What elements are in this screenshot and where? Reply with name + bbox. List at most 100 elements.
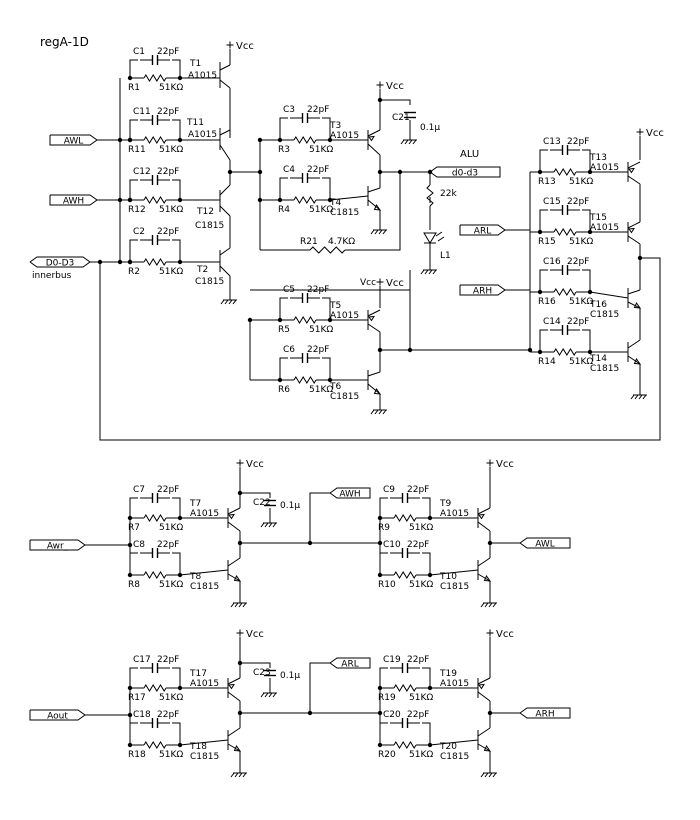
ground-hatch bbox=[408, 139, 413, 145]
transistor-collector bbox=[477, 521, 491, 532]
capacitor-label: C3 bbox=[283, 105, 295, 115]
wire bbox=[539, 209, 548, 232]
transistor-emitter bbox=[227, 743, 241, 752]
feedback-resistor bbox=[553, 228, 577, 236]
resistor-label: R18 bbox=[128, 750, 146, 760]
wire bbox=[279, 357, 288, 380]
ground-hatch bbox=[634, 394, 639, 400]
ground-hatch bbox=[492, 772, 497, 778]
transistor-label: T7 bbox=[189, 499, 201, 509]
feedback-resistor bbox=[143, 684, 167, 692]
ground-hatch bbox=[432, 269, 437, 275]
ground-hatch bbox=[630, 394, 635, 400]
transistor-type: A1015 bbox=[440, 509, 469, 519]
resistor-value: 51KΩ bbox=[159, 205, 183, 215]
resistor-r21 bbox=[309, 246, 346, 254]
base-wire bbox=[429, 569, 479, 576]
resistor-label: R13 bbox=[538, 177, 556, 187]
wire bbox=[172, 552, 181, 575]
npn-arrow bbox=[633, 357, 642, 365]
transistor-type: C1815 bbox=[590, 364, 619, 374]
ground-hatch bbox=[488, 602, 493, 608]
resistor-label: R3 bbox=[278, 145, 290, 155]
wire bbox=[345, 172, 401, 251]
transistor-collector bbox=[627, 175, 641, 185]
transistor-type: C1815 bbox=[195, 221, 224, 231]
ground-hatch bbox=[260, 522, 265, 528]
capacitor-value: 22pF bbox=[407, 485, 429, 495]
ground-hatch bbox=[480, 772, 485, 778]
transistor-emitter bbox=[367, 199, 381, 211]
port-awh-2-label: AWH bbox=[339, 490, 360, 500]
bus-subtitle: innerbus bbox=[32, 271, 72, 281]
vcc-label: Vcc bbox=[646, 128, 664, 139]
junction-dot bbox=[257, 197, 263, 203]
wire bbox=[172, 497, 181, 518]
feedback-resistor bbox=[553, 348, 577, 356]
resistor-value: 51KΩ bbox=[569, 177, 593, 187]
resistor-value: 51KΩ bbox=[569, 357, 593, 367]
pnp-arrow bbox=[478, 683, 485, 690]
port-awh-label: AWH bbox=[63, 197, 84, 207]
transistor-type: C1815 bbox=[190, 582, 219, 592]
vcc-label: Vcc bbox=[386, 278, 404, 289]
resistor-label: R10 bbox=[378, 580, 396, 590]
capacitor-value: 22pF bbox=[157, 167, 179, 177]
feedback-resistor bbox=[393, 514, 417, 522]
schematic-title: regA-1D bbox=[40, 35, 89, 49]
feedback-resistor bbox=[293, 316, 317, 324]
transistor-collector bbox=[477, 727, 491, 737]
junction-dot bbox=[377, 710, 383, 716]
ground-hatch bbox=[412, 139, 417, 145]
port-arl-2 bbox=[329, 657, 371, 669]
ground-hatch bbox=[378, 409, 383, 415]
feedback-resistor bbox=[553, 168, 577, 176]
npn-arrow bbox=[373, 203, 382, 211]
transistor-emitter bbox=[219, 265, 231, 277]
wire bbox=[172, 722, 181, 745]
ground-hatch bbox=[428, 269, 433, 275]
port-alu-label: d0-d3 bbox=[452, 169, 478, 179]
junction-dot bbox=[127, 75, 133, 81]
resistor-value: 51KΩ bbox=[159, 83, 183, 93]
capacitor-value: 0.1μ bbox=[420, 123, 440, 133]
ground-hatch bbox=[268, 522, 273, 528]
transistor-emitter bbox=[477, 743, 491, 752]
wire bbox=[129, 59, 138, 78]
wire bbox=[240, 492, 271, 498]
ground-hatch bbox=[220, 299, 225, 305]
wire bbox=[422, 552, 431, 575]
transistor-collector bbox=[227, 727, 241, 737]
resistor-value: 51KΩ bbox=[309, 385, 333, 395]
wire bbox=[129, 722, 138, 745]
capacitor-value: 22pF bbox=[307, 165, 329, 175]
ground-hatch bbox=[484, 772, 489, 778]
resistor-value: 51KΩ bbox=[309, 145, 333, 155]
feedback-resistor bbox=[143, 74, 167, 82]
wire bbox=[129, 239, 138, 262]
transistor-collector bbox=[219, 184, 231, 196]
capacitor-label: C20 bbox=[383, 710, 401, 720]
ground-hatch bbox=[370, 229, 375, 235]
resistor-value: 51KΩ bbox=[309, 325, 333, 335]
wire bbox=[172, 119, 181, 140]
transistor-type: C1815 bbox=[330, 208, 359, 218]
transistor-emitter bbox=[627, 161, 641, 169]
transistor-collector bbox=[627, 289, 641, 295]
ground-hatch bbox=[228, 299, 233, 305]
transistor-collector bbox=[227, 557, 241, 567]
wire bbox=[279, 177, 288, 200]
pnp-arrow bbox=[368, 135, 375, 142]
ground-hatch bbox=[642, 394, 647, 400]
transistor-type: A1015 bbox=[330, 131, 359, 141]
resistor-value: 51KΩ bbox=[159, 580, 183, 590]
resistor-value: 51KΩ bbox=[309, 205, 333, 215]
junction-dot bbox=[117, 259, 123, 265]
capacitor-label: C17 bbox=[133, 655, 151, 665]
capacitor-label: C11 bbox=[133, 107, 151, 117]
wire bbox=[172, 59, 181, 78]
wire bbox=[250, 270, 411, 350]
ground-hatch bbox=[492, 602, 497, 608]
wire bbox=[422, 667, 431, 688]
capacitor-value: 22pF bbox=[567, 137, 589, 147]
